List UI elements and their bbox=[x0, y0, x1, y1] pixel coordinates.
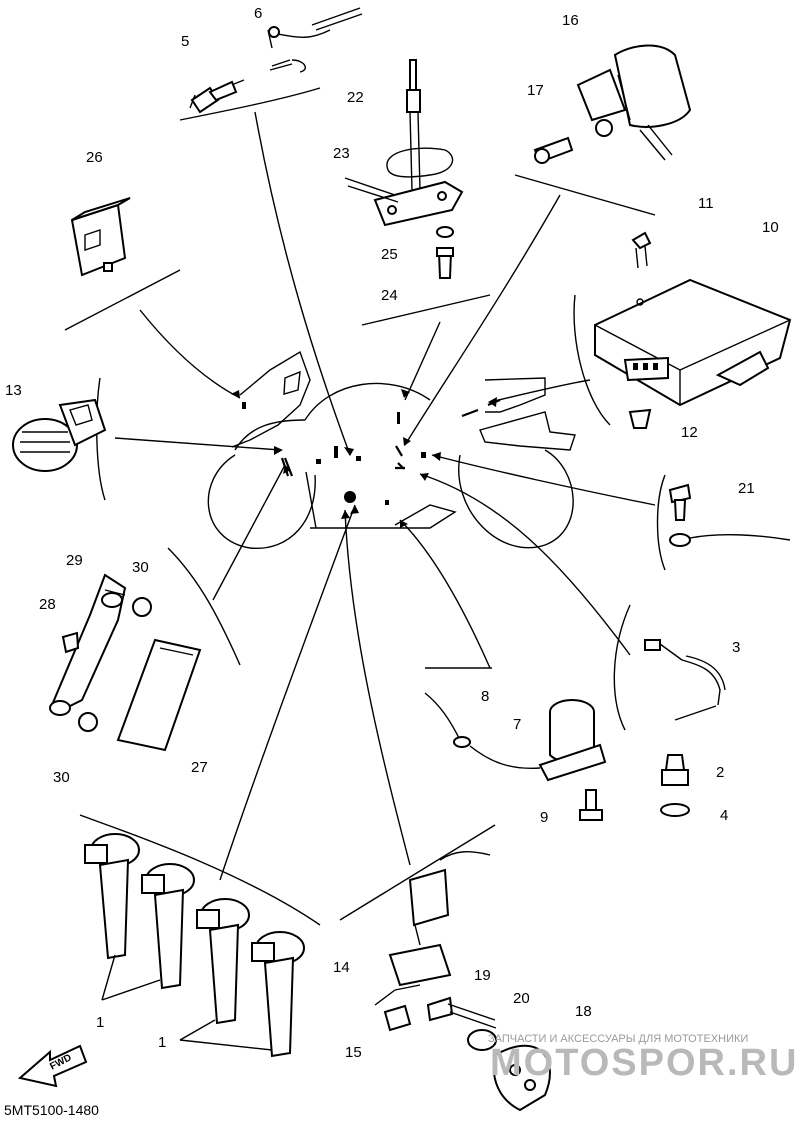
regulator-parts-27-30 bbox=[49, 573, 202, 752]
callout-6: 6 bbox=[254, 5, 262, 22]
callout-8: 8 bbox=[481, 688, 489, 705]
callout-15: 15 bbox=[345, 1044, 362, 1061]
callout-12: 12 bbox=[681, 424, 698, 441]
callout-26: 26 bbox=[86, 149, 103, 166]
relay-part-26 bbox=[70, 197, 131, 277]
callout-3: 3 bbox=[732, 639, 740, 656]
callout-14: 14 bbox=[333, 959, 350, 976]
callout-21: 21 bbox=[738, 480, 755, 497]
callout-27: 27 bbox=[191, 759, 208, 776]
watermark: ЗАПЧАСТИ И АКСЕССУАРЫ ДЛЯ МОТОТЕХНИКИ MO… bbox=[488, 1033, 798, 1084]
wire-lead-part-6 bbox=[267, 7, 363, 73]
sensor-switch-part-5 bbox=[189, 79, 245, 114]
callout-labels: 5 6 22 23 25 24 16 17 26 11 10 13 12 21 … bbox=[5, 5, 779, 1061]
ecu-parts-10-12 bbox=[594, 231, 792, 429]
speed-sensor-parts-7-9 bbox=[424, 692, 607, 821]
fuel-sensor-parts-22-25 bbox=[344, 59, 464, 279]
callout-5: 5 bbox=[181, 33, 189, 50]
motorcycle-silhouette bbox=[207, 350, 576, 549]
leader-lines bbox=[64, 87, 666, 926]
callout-17: 17 bbox=[527, 82, 544, 99]
callout-10: 10 bbox=[762, 219, 779, 236]
watermark-tagline: ЗАПЧАСТИ И АКСЕССУАРЫ ДЛЯ МОТОТЕХНИКИ bbox=[488, 1033, 748, 1045]
forward-arrow-icon: FWD bbox=[17, 1044, 88, 1088]
callout-25: 25 bbox=[381, 246, 398, 263]
callout-4: 4 bbox=[720, 807, 728, 824]
callout-11: 11 bbox=[698, 195, 714, 212]
callout-28: 28 bbox=[39, 596, 56, 613]
temp-sensor-part-13 bbox=[12, 398, 107, 472]
callout-24: 24 bbox=[381, 287, 398, 304]
switch-parts-2-4 bbox=[644, 639, 726, 817]
callout-23: 23 bbox=[333, 145, 350, 162]
callout-29: 29 bbox=[66, 552, 83, 569]
callout-18: 18 bbox=[575, 1003, 592, 1020]
ignition-coils-part-1 bbox=[84, 833, 305, 1058]
callout-13: 13 bbox=[5, 382, 22, 399]
callout-1a: 1 bbox=[96, 1014, 104, 1031]
callout-19: 19 bbox=[474, 967, 491, 984]
callout-30b: 30 bbox=[53, 769, 70, 786]
pickup-coil-parts-14-20 bbox=[374, 851, 551, 1112]
callout-1b: 1 bbox=[158, 1034, 166, 1051]
callout-2: 2 bbox=[716, 764, 724, 781]
diagram-code: 5MT5100-1480 bbox=[4, 1102, 99, 1118]
callout-20: 20 bbox=[513, 990, 530, 1007]
callout-30a: 30 bbox=[132, 559, 149, 576]
watermark-brand: MOTOSPOR.RU bbox=[490, 1042, 798, 1084]
callout-16: 16 bbox=[562, 12, 579, 29]
callout-9: 9 bbox=[540, 809, 548, 826]
earth-lead-part-21 bbox=[668, 483, 791, 547]
relay-parts-16-17 bbox=[533, 44, 692, 164]
callout-22: 22 bbox=[347, 89, 364, 106]
callout-7: 7 bbox=[513, 716, 521, 733]
